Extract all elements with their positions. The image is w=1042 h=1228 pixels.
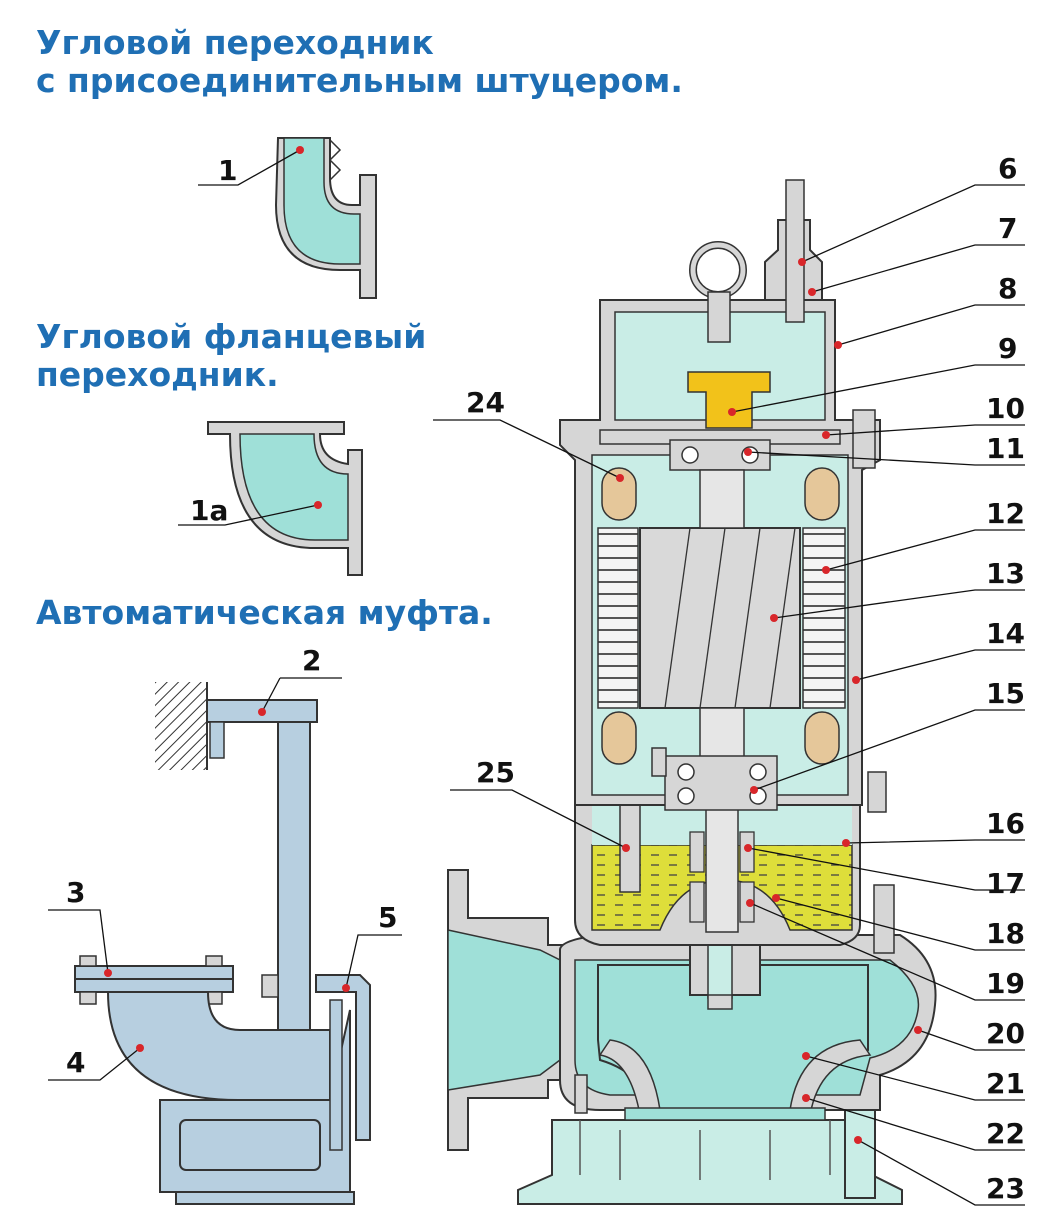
- title-angle-adapter-line1: Угловой переходник: [36, 23, 434, 62]
- title-angle-adapter: Угловой переходник с присоединительным ш…: [36, 24, 683, 100]
- label-16: 16: [986, 807, 1025, 840]
- pump-cross-section: [447, 179, 937, 1205]
- title-flange-adapter-line2: переходник.: [36, 355, 279, 394]
- label-23: 23: [986, 1172, 1025, 1205]
- label-1: 1: [218, 154, 237, 187]
- label-9: 9: [998, 332, 1017, 365]
- label-20: 20: [986, 1017, 1025, 1050]
- stator-right: [802, 527, 846, 709]
- label-10: 10: [986, 392, 1025, 425]
- part-labels: 1 1a 2 3 4 5 6 7 8 9 10 11 12 13 14 15 1…: [66, 152, 1025, 1205]
- label-25: 25: [476, 756, 515, 789]
- label-4: 4: [66, 1046, 85, 1079]
- eye-bolt: [707, 291, 731, 343]
- label-18: 18: [986, 917, 1025, 950]
- label-2: 2: [302, 644, 321, 677]
- wall-hatch: [155, 682, 207, 770]
- label-8: 8: [998, 272, 1017, 305]
- label-15: 15: [986, 677, 1025, 710]
- coupling-base: [159, 1009, 351, 1193]
- label-6: 6: [998, 152, 1017, 185]
- label-22: 22: [986, 1117, 1025, 1150]
- label-17: 17: [986, 867, 1025, 900]
- coupling-hook: [315, 974, 371, 1141]
- title-auto-coupling-text: Автоматическая муфта.: [36, 593, 493, 632]
- label-21: 21: [986, 1067, 1025, 1100]
- rotor: [639, 527, 801, 709]
- label-1a: 1a: [190, 494, 228, 527]
- label-24: 24: [466, 386, 505, 419]
- auto-coupling-assembly: [74, 682, 371, 1205]
- label-5: 5: [378, 901, 397, 934]
- label-12: 12: [986, 497, 1025, 530]
- label-7: 7: [998, 212, 1017, 245]
- title-flange-adapter: Угловой фланцевый переходник.: [36, 318, 426, 394]
- label-3: 3: [66, 876, 85, 909]
- terminal-bracket: [687, 371, 771, 429]
- label-14: 14: [986, 617, 1025, 650]
- label-19: 19: [986, 967, 1025, 1000]
- title-flange-adapter-line1: Угловой фланцевый: [36, 317, 427, 356]
- angle-adapter-fitting: [274, 137, 377, 299]
- label-11: 11: [986, 432, 1025, 465]
- leader-lines: [48, 149, 1025, 1206]
- label-13: 13: [986, 557, 1025, 590]
- title-angle-adapter-line2: с присоединительным штуцером.: [36, 61, 683, 100]
- part-markers: [104, 146, 922, 1144]
- angle-flange-adapter: [207, 421, 363, 576]
- title-auto-coupling: Автоматическая муфта.: [36, 594, 493, 632]
- stator-left: [597, 527, 639, 709]
